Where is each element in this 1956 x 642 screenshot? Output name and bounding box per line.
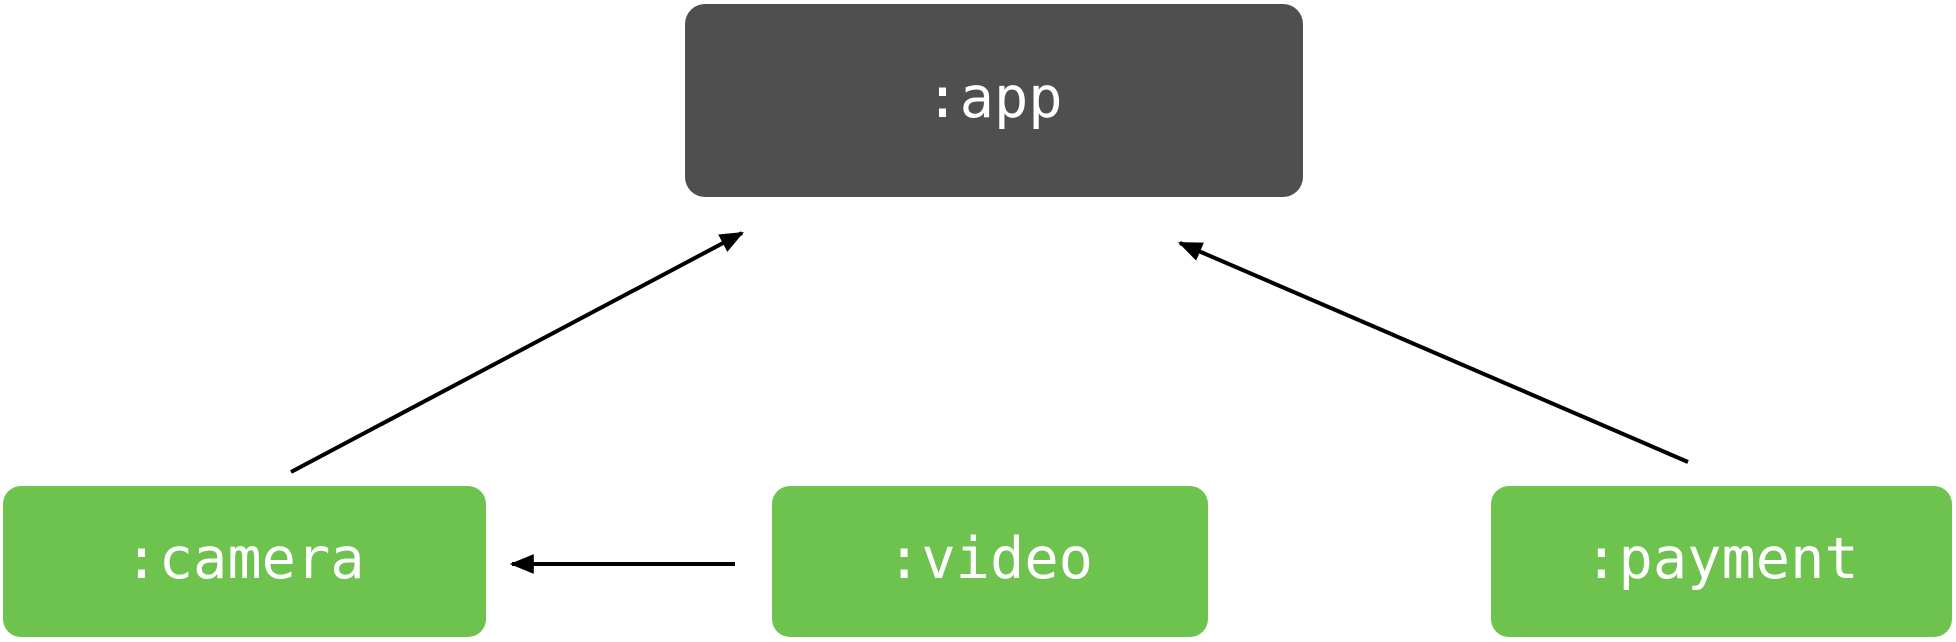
node-payment-label: :payment	[1584, 526, 1859, 592]
node-camera-label: :camera	[124, 526, 365, 592]
node-camera: :camera	[3, 486, 486, 637]
node-video-label: :video	[887, 526, 1093, 592]
edge-camera-to-app-arrow	[290, 231, 744, 474]
edge-payment-to-app-arrow	[1177, 241, 1689, 464]
node-app-label: :app	[925, 65, 1063, 131]
node-app: :app	[685, 4, 1303, 197]
node-payment: :payment	[1491, 486, 1952, 637]
node-video: :video	[772, 486, 1208, 637]
